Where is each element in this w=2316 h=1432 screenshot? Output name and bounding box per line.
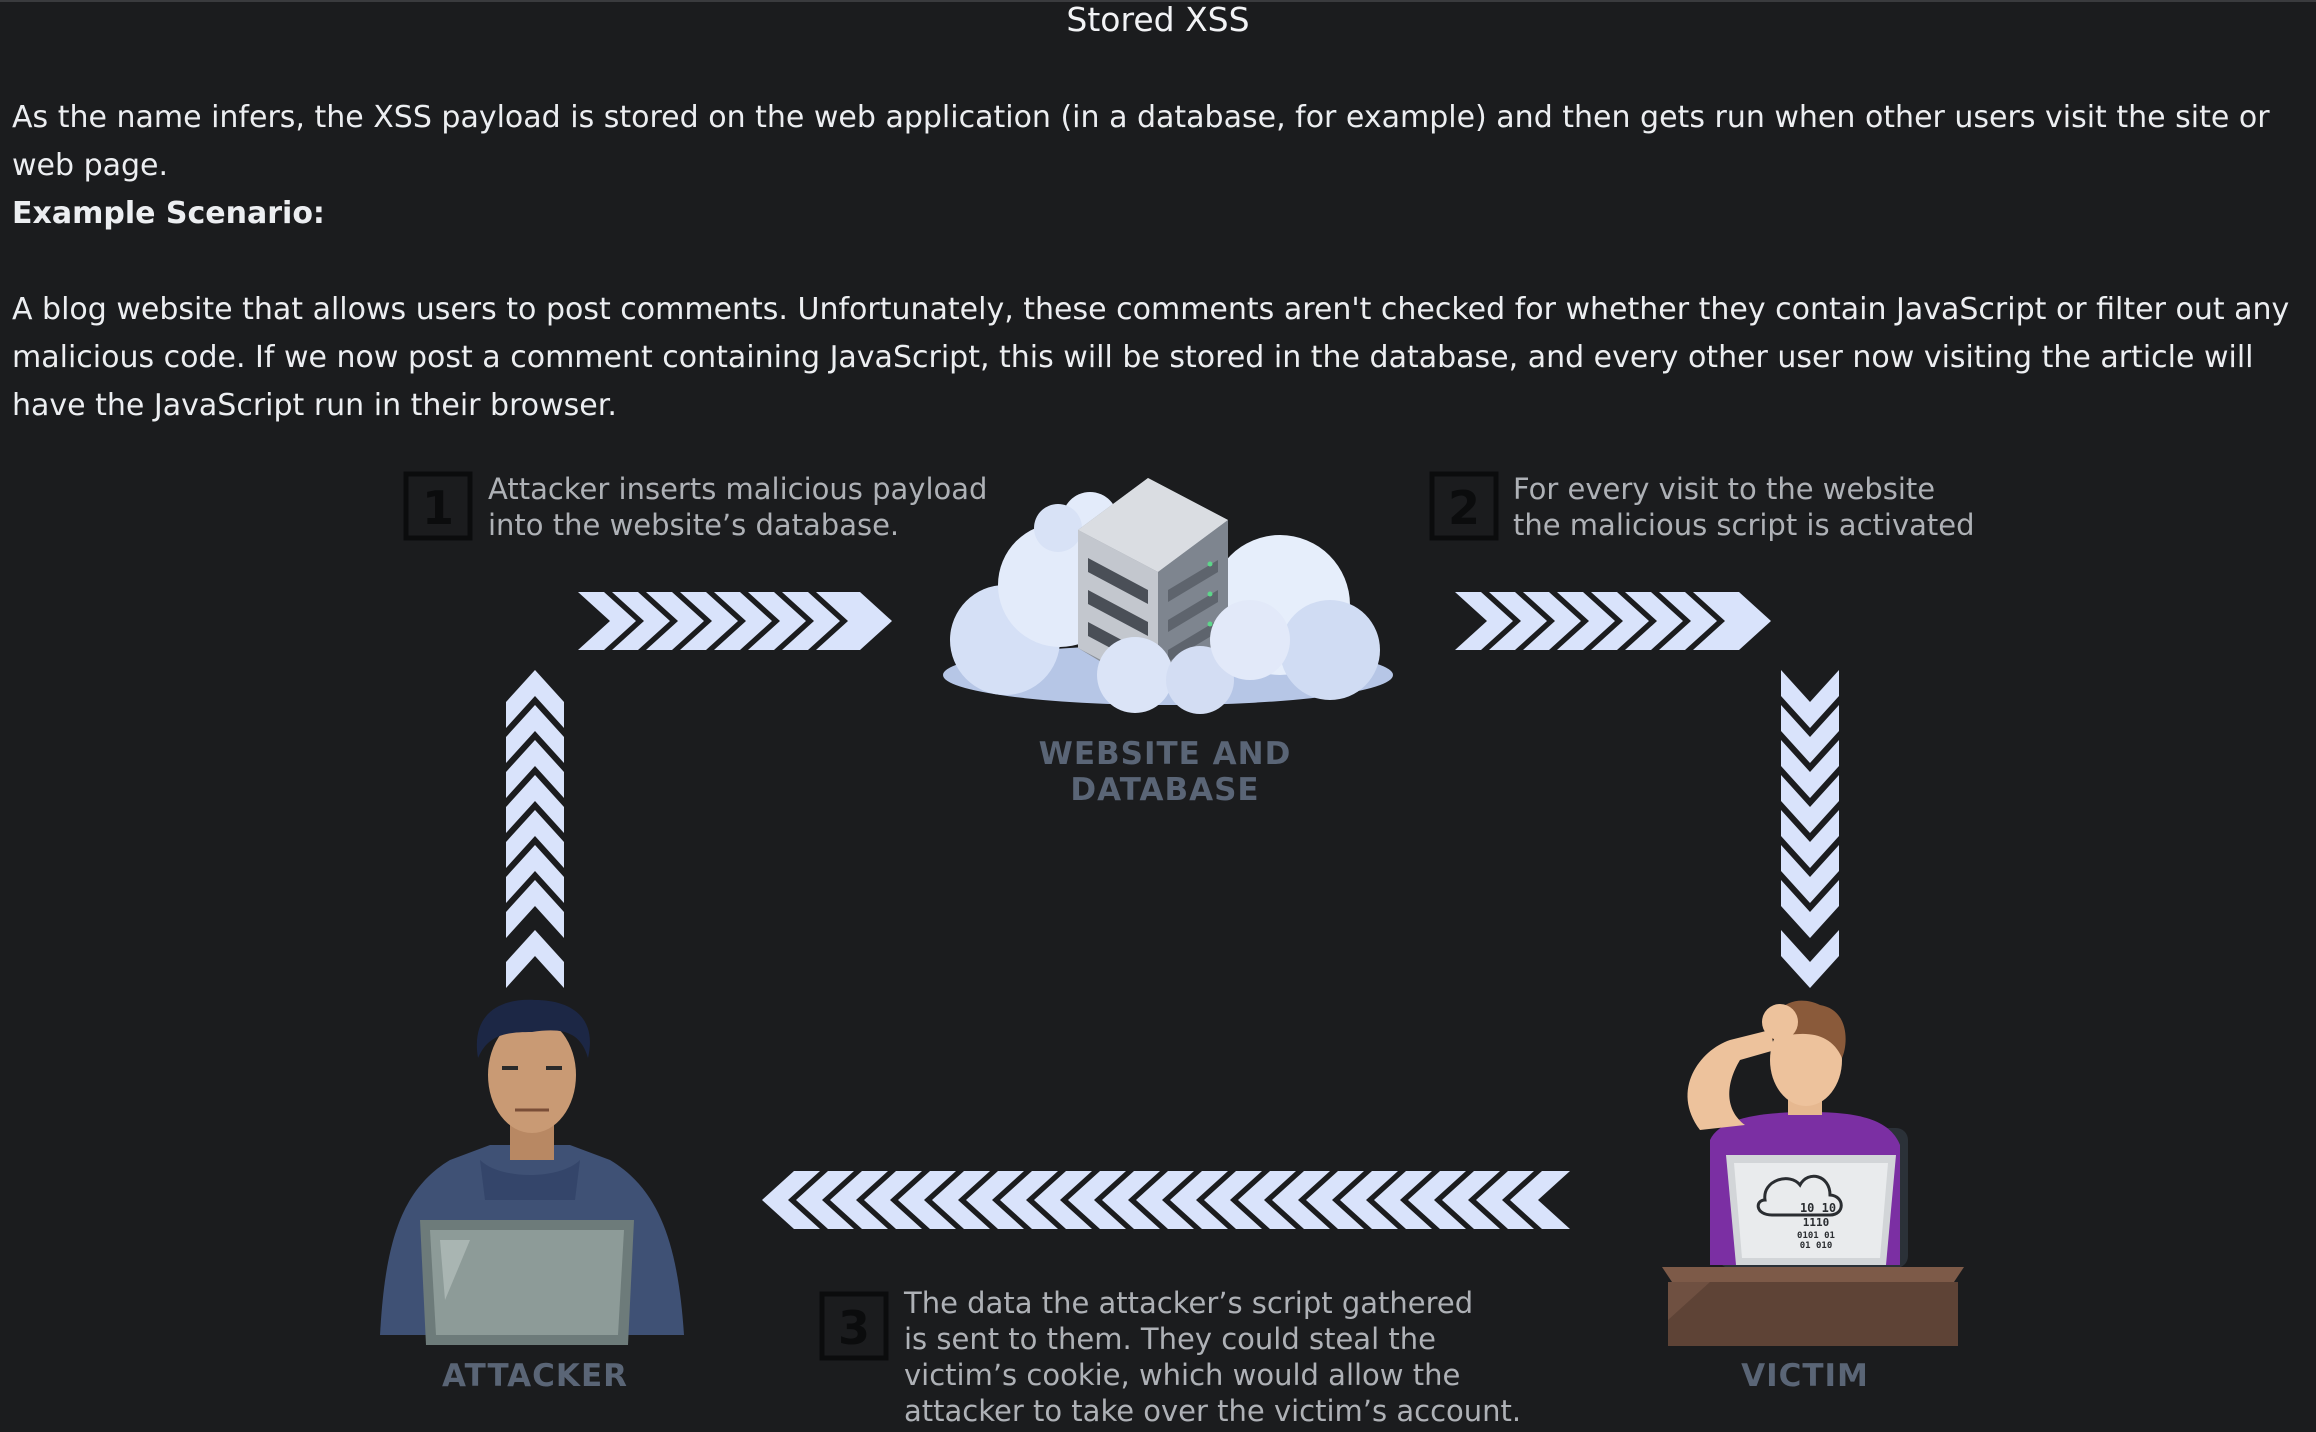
intro-paragraph: As the name infers, the XSS payload is s… xyxy=(12,100,2270,183)
step3-line4: attacker to take over the victim’s accou… xyxy=(904,1394,1522,1428)
step3-line2: is sent to them. They could steal the xyxy=(904,1322,1436,1356)
top-border xyxy=(0,0,2316,2)
screen-code-1: 10 10 xyxy=(1800,1201,1836,1215)
victim-icon: 10 10 1110 0101 01 01 010 xyxy=(1662,1000,1964,1346)
step3-number-box: 3 xyxy=(819,1291,889,1361)
database-label: WEBSITE AND DATABASE xyxy=(1038,736,1292,808)
step2-text: For every visit to the website the malic… xyxy=(1513,471,1975,543)
step2-line1: For every visit to the website xyxy=(1513,472,1936,506)
step3-number: 3 xyxy=(838,1301,870,1355)
arrow-victim-to-attacker xyxy=(762,1171,1570,1229)
example-paragraph: A blog website that allows users to post… xyxy=(12,292,2290,423)
step2-number-box: 2 xyxy=(1429,471,1499,541)
victim-label: VICTIM xyxy=(1741,1358,1869,1394)
step1-number-box: 1 xyxy=(403,471,473,541)
arrow-database-to-victim xyxy=(1455,592,1771,650)
step2-number: 2 xyxy=(1448,481,1480,535)
step1-line1: Attacker inserts malicious payload xyxy=(488,472,988,506)
arrow-attacker-to-database xyxy=(578,592,892,650)
step3-line1: The data the attacker’s script gathered xyxy=(904,1286,1474,1320)
step2-line2: the malicious script is activated xyxy=(1513,508,1975,542)
step1-number: 1 xyxy=(422,481,454,535)
screen-code-2: 1110 xyxy=(1803,1216,1830,1229)
page-title: Stored XSS xyxy=(1066,0,1250,39)
step1-line2: into the website’s database. xyxy=(488,508,900,542)
step3-line3: victim’s cookie, which would allow the xyxy=(904,1358,1461,1392)
step1-text: Attacker inserts malicious payload into … xyxy=(488,471,987,543)
attacker-icon xyxy=(380,999,684,1345)
screen-code-3: 0101 01 xyxy=(1797,1231,1835,1241)
example-heading: Example Scenario: xyxy=(12,196,325,231)
arrow-victim-down xyxy=(1781,670,1839,988)
arrow-attacker-up xyxy=(506,670,564,988)
screen-code-4: 01 010 xyxy=(1800,1241,1833,1251)
step3-text: The data the attacker’s script gathered … xyxy=(904,1285,1521,1429)
attacker-label: ATTACKER xyxy=(442,1358,628,1394)
cloud-server-icon xyxy=(943,478,1393,714)
